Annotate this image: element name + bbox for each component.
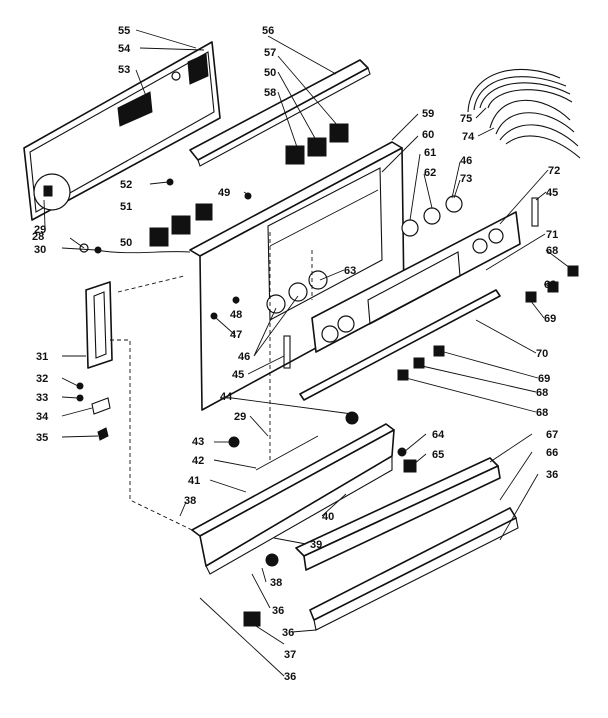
callout-69-lower: 69	[538, 373, 550, 385]
callout-73: 73	[460, 173, 472, 185]
callout-43: 43	[192, 436, 204, 448]
callout-34: 34	[36, 411, 49, 423]
callout-66: 66	[546, 447, 558, 459]
callout-62: 62	[424, 167, 436, 179]
callout-28: 28	[32, 231, 44, 243]
callout-50-upper: 50	[264, 67, 276, 79]
infinite-switches-lower	[149, 203, 213, 247]
callout-29-lower: 29	[234, 411, 246, 423]
back-panel	[23, 41, 221, 221]
callout-68-right: 68	[546, 245, 558, 257]
callout-45-left: 45	[232, 369, 244, 381]
callout-48: 48	[230, 309, 242, 321]
small-brackets	[283, 197, 579, 381]
callout-41: 41	[188, 475, 200, 487]
callout-57: 57	[264, 47, 276, 59]
callout-65: 65	[432, 449, 444, 461]
callout-60: 60	[422, 129, 434, 141]
callout-68-lower: 68	[536, 387, 548, 399]
callout-36-c: 36	[282, 627, 294, 639]
callout-58: 58	[264, 87, 276, 99]
callout-64: 64	[432, 429, 445, 441]
callout-71: 71	[546, 229, 558, 241]
callout-59: 59	[422, 108, 434, 120]
callout-75: 75	[460, 113, 472, 125]
callout-53: 53	[118, 64, 130, 76]
callout-36-d: 36	[546, 469, 558, 481]
callout-68-lower2: 68	[536, 407, 548, 419]
top-trim-strip	[189, 59, 371, 167]
callout-63: 63	[344, 265, 356, 277]
callout-67: 67	[546, 429, 558, 441]
control-panel-housing	[189, 141, 405, 411]
callout-61: 61	[424, 147, 436, 159]
side-bracket-left	[85, 281, 113, 369]
callout-44: 44	[220, 391, 233, 403]
knob-discs	[266, 195, 463, 314]
callout-52: 52	[120, 179, 132, 191]
callout-30: 30	[34, 244, 46, 256]
callout-32: 32	[36, 373, 48, 385]
hardware	[76, 178, 417, 627]
callout-labels: 28 29 30 31 32 33 34 35 55 54 53 52 49 5…	[32, 25, 560, 683]
callout-49: 49	[218, 187, 230, 199]
callout-31: 31	[36, 351, 48, 363]
lower-bar	[299, 289, 501, 401]
leader-lines	[43, 29, 571, 677]
callout-51: 51	[120, 201, 132, 213]
callout-72: 72	[548, 165, 560, 177]
callout-46-top: 46	[460, 155, 472, 167]
callout-39: 39	[310, 539, 322, 551]
wire-harness	[467, 68, 581, 159]
callout-47: 47	[230, 329, 242, 341]
infinite-switches-upper	[285, 123, 349, 165]
callout-38-upper: 38	[184, 495, 196, 507]
lower-housing	[191, 423, 519, 631]
callout-68-right2: 68	[544, 279, 556, 291]
callout-42: 42	[192, 455, 204, 467]
callout-50-lower: 50	[120, 237, 132, 249]
callout-35: 35	[36, 432, 48, 444]
callout-74: 74	[462, 131, 475, 143]
callout-36-b: 36	[284, 671, 296, 683]
callout-29: 29	[34, 224, 46, 236]
callout-45-right: 45	[546, 187, 558, 199]
callout-56: 56	[262, 25, 274, 37]
callout-55: 55	[118, 25, 130, 37]
callout-33: 33	[36, 392, 48, 404]
callout-36-a: 36	[272, 605, 284, 617]
callout-46-left: 46	[238, 351, 250, 363]
callout-54: 54	[118, 43, 131, 55]
callout-38-lower: 38	[270, 577, 282, 589]
callout-70: 70	[536, 348, 548, 360]
callout-40: 40	[322, 511, 334, 523]
callout-69-right: 69	[544, 313, 556, 325]
callout-37: 37	[284, 649, 296, 661]
front-control-panel	[311, 211, 521, 353]
